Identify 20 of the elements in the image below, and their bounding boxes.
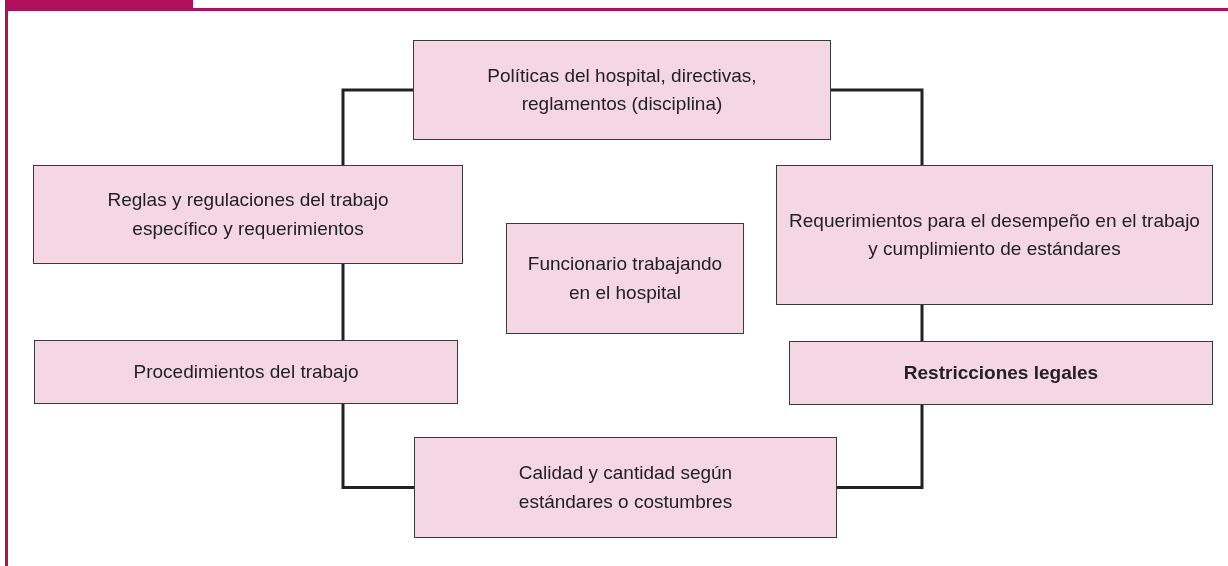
- process-box: [776, 165, 1213, 305]
- process-box: [34, 340, 458, 404]
- process-box: [789, 341, 1213, 405]
- connector-line: [341, 88, 413, 165]
- box-text: Funcionario trabajando en el hospital: [526, 252, 724, 305]
- box-text: Restricciones legales: [902, 360, 1100, 385]
- connector-line: [920, 305, 924, 341]
- box-text: Requerimientos para el desempeño en el trabajo y cumplimiento de estándares: [788, 208, 1201, 261]
- connector-line: [831, 88, 924, 165]
- connector-line: [341, 404, 414, 489]
- process-box: [413, 40, 831, 140]
- connector-line: [837, 405, 924, 489]
- box-text: Procedimientos del trabajo: [132, 359, 360, 384]
- box-text: Reglas y regulaciones del trabajo específico y requerimientos: [106, 188, 390, 241]
- process-box: [506, 223, 744, 334]
- process-box: [414, 437, 837, 538]
- box-text: Calidad y cantidad según estándares o costumbres: [517, 461, 734, 514]
- box-text: Políticas del hospital, directivas, reglamentos (disciplina): [486, 63, 758, 116]
- connector-line: [341, 264, 345, 340]
- process-box: [33, 165, 463, 264]
